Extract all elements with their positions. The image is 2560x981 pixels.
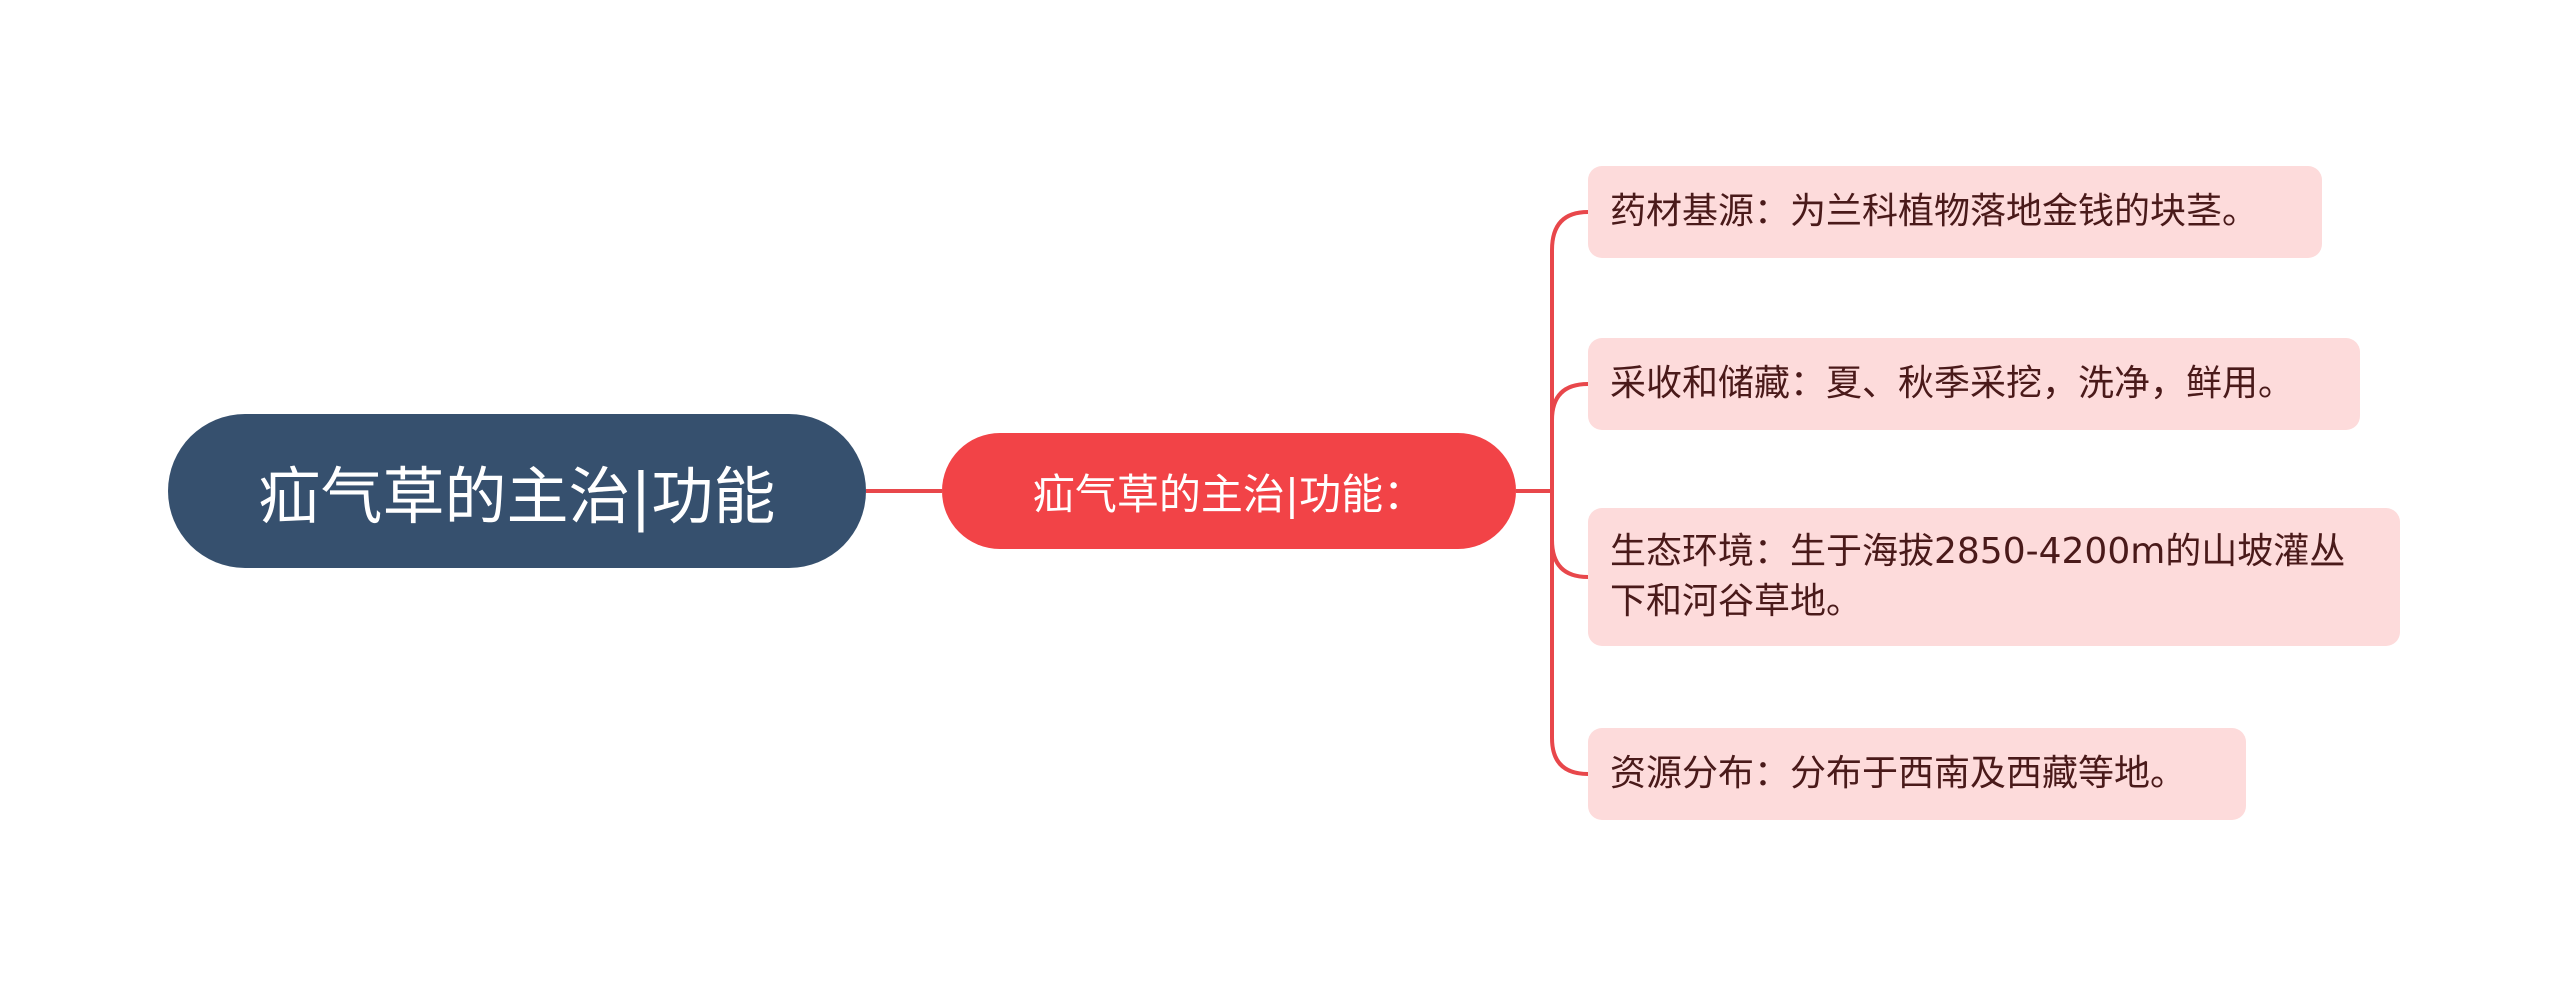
leaf-node-source[interactable]: 药材基源：为兰科植物落地金钱的块茎。 bbox=[1588, 166, 2322, 258]
leaf-node-harvest[interactable]: 采收和储藏：夏、秋季采挖，洗净，鲜用。 bbox=[1588, 338, 2360, 430]
branch-to-leaf-1-line bbox=[1550, 210, 1589, 491]
leaf-node-habitat[interactable]: 生态环境：生于海拔2850-4200m的山坡灌丛下和河谷草地。 bbox=[1588, 508, 2400, 646]
branch-to-leaf-4-line bbox=[1550, 491, 1589, 776]
leaf-node-distribution[interactable]: 资源分布：分布于西南及西藏等地。 bbox=[1588, 728, 2246, 820]
branch-node-label: 疝气草的主治|功能： bbox=[1032, 469, 1426, 519]
leaf-node-label: 生态环境：生于海拔2850-4200m的山坡灌丛下和河谷草地。 bbox=[1610, 531, 2346, 622]
root-node[interactable]: 疝气草的主治|功能 bbox=[168, 414, 866, 568]
branch-to-leaf-2-line bbox=[1550, 382, 1589, 491]
leaf-node-label: 资源分布：分布于西南及西藏等地。 bbox=[1610, 753, 2187, 794]
branch-to-leaf-3-line bbox=[1550, 491, 1589, 579]
leaf-node-label: 采收和储藏：夏、秋季采挖，洗净，鲜用。 bbox=[1610, 363, 2295, 404]
branch-node[interactable]: 疝气草的主治|功能： bbox=[942, 433, 1516, 549]
leaf-node-label: 药材基源：为兰科植物落地金钱的块茎。 bbox=[1610, 191, 2259, 232]
root-node-label: 疝气草的主治|功能 bbox=[258, 460, 776, 533]
